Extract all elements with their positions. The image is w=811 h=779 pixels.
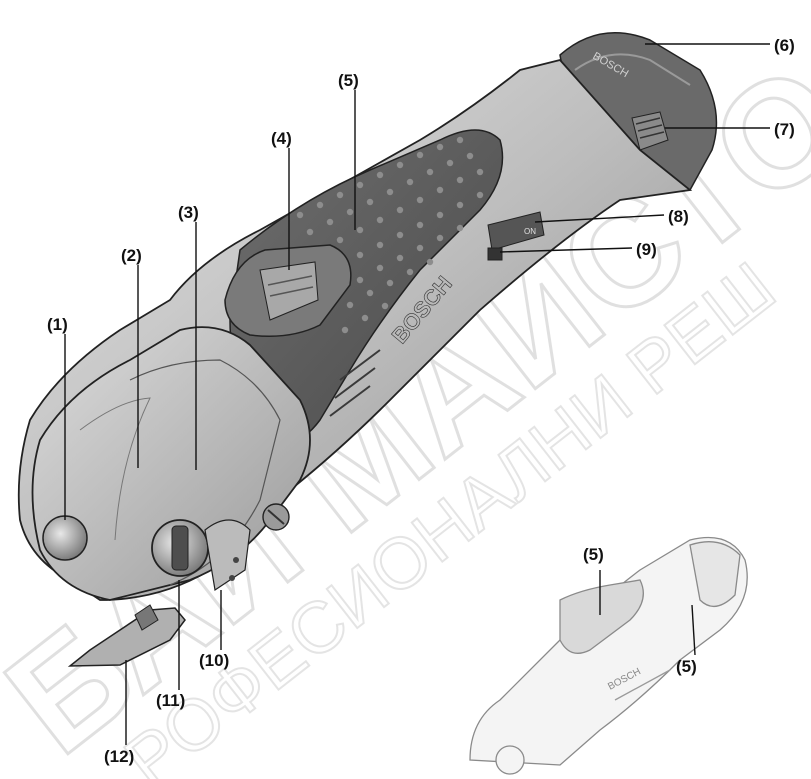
callout-10: (10) [199,651,230,670]
blade-knob [151,519,209,577]
cutting-guide [67,604,186,667]
head-button [42,515,88,561]
battery-pack: BOSCH [559,31,718,191]
callout-11: (11) [156,691,186,710]
status-window: ON [487,211,545,261]
callout-5-inset-right: (5) [676,657,697,676]
switch-label: ON [524,227,536,236]
callout-8: (8) [668,207,689,226]
callout-7: (7) [774,120,795,139]
inset-illustration: BOSCH [469,536,748,775]
callout-5: (5) [338,71,359,90]
callout-4: (4) [271,129,292,148]
callout-5-inset-top: (5) [583,545,604,564]
callout-3: (3) [178,203,199,222]
callout-12: (12) [104,747,135,766]
slide-switch [224,244,352,337]
callout-1: (1) [47,315,68,334]
callout-9: (9) [636,240,657,259]
blade-cover [204,519,251,592]
leader-lines [64,43,770,745]
battery-release-button [631,111,669,151]
screw [262,503,290,531]
callout-2: (2) [121,246,142,265]
callout-6: (6) [774,36,795,55]
